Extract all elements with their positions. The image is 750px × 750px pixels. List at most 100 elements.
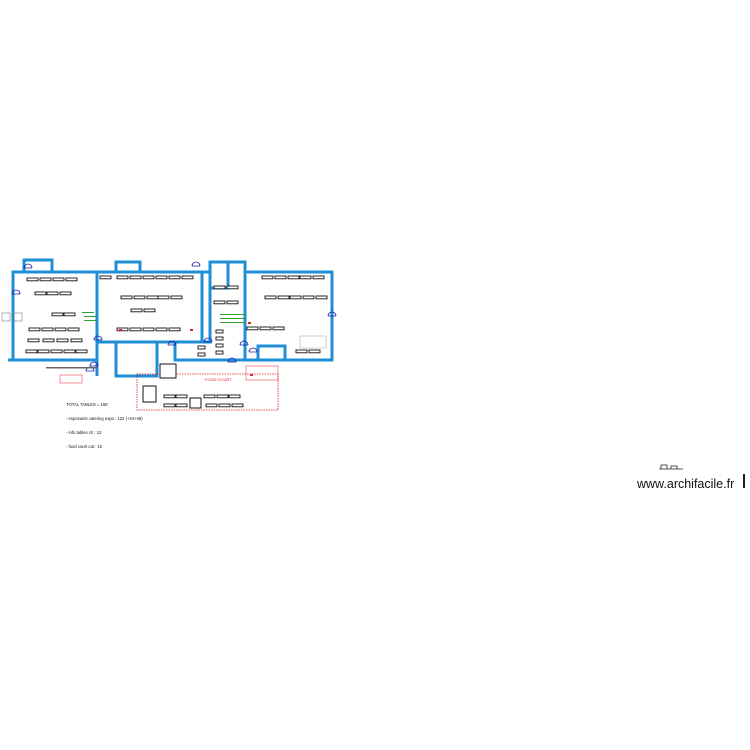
exhibitor-table <box>34 291 47 296</box>
exhibitor-table <box>226 285 239 290</box>
exhibitor-table <box>163 394 176 399</box>
marker-dot <box>119 329 122 331</box>
exhibitor-table <box>246 326 259 331</box>
exhibitor-table <box>264 295 277 300</box>
exhibitor-table <box>205 403 218 408</box>
marker-dot <box>248 322 251 324</box>
wall-segment <box>97 270 204 344</box>
door-icon <box>89 361 99 367</box>
exhibitor-table <box>215 350 224 355</box>
table-totals-note: TOTAL TABLES = 168 - exposants catering … <box>66 394 143 454</box>
exhibitor-table <box>197 352 206 357</box>
exhibitor-table <box>213 285 226 290</box>
exhibitor-table <box>175 403 188 408</box>
edge-marker <box>743 474 745 488</box>
exhibitor-table <box>63 312 76 317</box>
exhibitor-table <box>28 327 41 332</box>
info-zone-mark <box>220 318 246 319</box>
wall-segment <box>175 270 212 344</box>
exhibitor-table <box>170 295 183 300</box>
exhibitor-table <box>213 300 226 305</box>
exhibitor-table <box>216 394 229 399</box>
door-icon <box>11 289 21 295</box>
exhibitor-table <box>215 336 224 341</box>
door-icon <box>227 357 237 363</box>
exhibitor-table <box>157 295 170 300</box>
exhibitor-tables <box>25 275 328 408</box>
exhibitor-table <box>226 300 239 305</box>
exhibitor-table <box>168 275 181 280</box>
exhibitor-table <box>168 327 181 332</box>
door-icon <box>239 340 249 346</box>
exhibitor-table <box>197 345 206 350</box>
entrance-block <box>1 312 11 322</box>
food-court-area <box>59 363 279 411</box>
food-court-note-box <box>245 365 279 381</box>
wall-segment <box>173 260 247 362</box>
exhibitor-table <box>39 277 52 282</box>
door-symbols <box>11 261 337 372</box>
door-icon <box>93 335 103 341</box>
exhibitor-table <box>163 403 176 408</box>
marker-dot <box>190 329 193 331</box>
archifacile-logo-icon <box>659 464 683 470</box>
exhibitor-table <box>129 327 142 332</box>
exhibitor-table <box>143 308 156 313</box>
note-line <box>46 367 98 369</box>
info-zone-mark <box>82 312 94 313</box>
exhibitor-table <box>142 327 155 332</box>
exhibitor-table <box>56 338 69 343</box>
door-icon <box>23 263 33 269</box>
exhibitor-table <box>116 327 129 332</box>
exhibitor-table <box>130 308 143 313</box>
exhibitor-table <box>203 394 216 399</box>
exhibitor-table <box>259 326 272 331</box>
door-icon <box>191 261 201 267</box>
exhibitor-table <box>27 338 40 343</box>
food-court-boundary <box>136 373 279 411</box>
site-watermark: www.archifacile.fr <box>637 477 735 491</box>
exhibitor-table <box>50 349 63 354</box>
exhibitor-table <box>218 403 231 408</box>
door-icon <box>167 340 177 346</box>
exhibitor-table <box>116 275 129 280</box>
door-icon <box>248 347 258 353</box>
exhibitor-table <box>289 295 302 300</box>
totals-line: - info tables ch : 12 <box>66 429 102 435</box>
exhibitor-table <box>46 291 59 296</box>
food-court-label: FOOD COURT <box>205 377 232 382</box>
wall-segment <box>210 262 230 290</box>
exhibitor-table <box>277 295 290 300</box>
exhibitor-table <box>315 295 328 300</box>
plan-details <box>1 312 327 376</box>
info-zone-mark <box>84 316 96 317</box>
exhibitor-table <box>155 275 168 280</box>
exhibitor-table <box>142 275 155 280</box>
exhibitor-table <box>51 312 64 317</box>
totals-line: - food court cat : 10 <box>66 443 103 449</box>
exhibitor-table <box>99 275 112 280</box>
kiosk-block <box>189 397 202 409</box>
exhibitor-table <box>302 295 315 300</box>
exhibitor-table <box>59 291 72 296</box>
exhibitor-table <box>175 394 188 399</box>
exhibitor-table <box>42 338 55 343</box>
info-zone-mark <box>84 320 96 321</box>
door-icon <box>203 337 213 343</box>
exhibitor-table <box>228 394 241 399</box>
exhibitor-table <box>287 275 300 280</box>
marker-dot <box>250 374 253 376</box>
exhibitor-table <box>274 275 287 280</box>
exhibitor-table <box>308 349 321 354</box>
exhibitor-table <box>215 329 224 334</box>
exhibitor-table <box>120 295 133 300</box>
exhibitor-table <box>146 295 159 300</box>
info-zone-mark <box>220 314 246 315</box>
exhibitor-table <box>75 349 88 354</box>
door-icon <box>327 311 337 317</box>
exhibitor-table <box>299 275 312 280</box>
exhibitor-table <box>25 349 38 354</box>
exhibitor-table <box>63 349 76 354</box>
info-note-box <box>59 374 83 384</box>
